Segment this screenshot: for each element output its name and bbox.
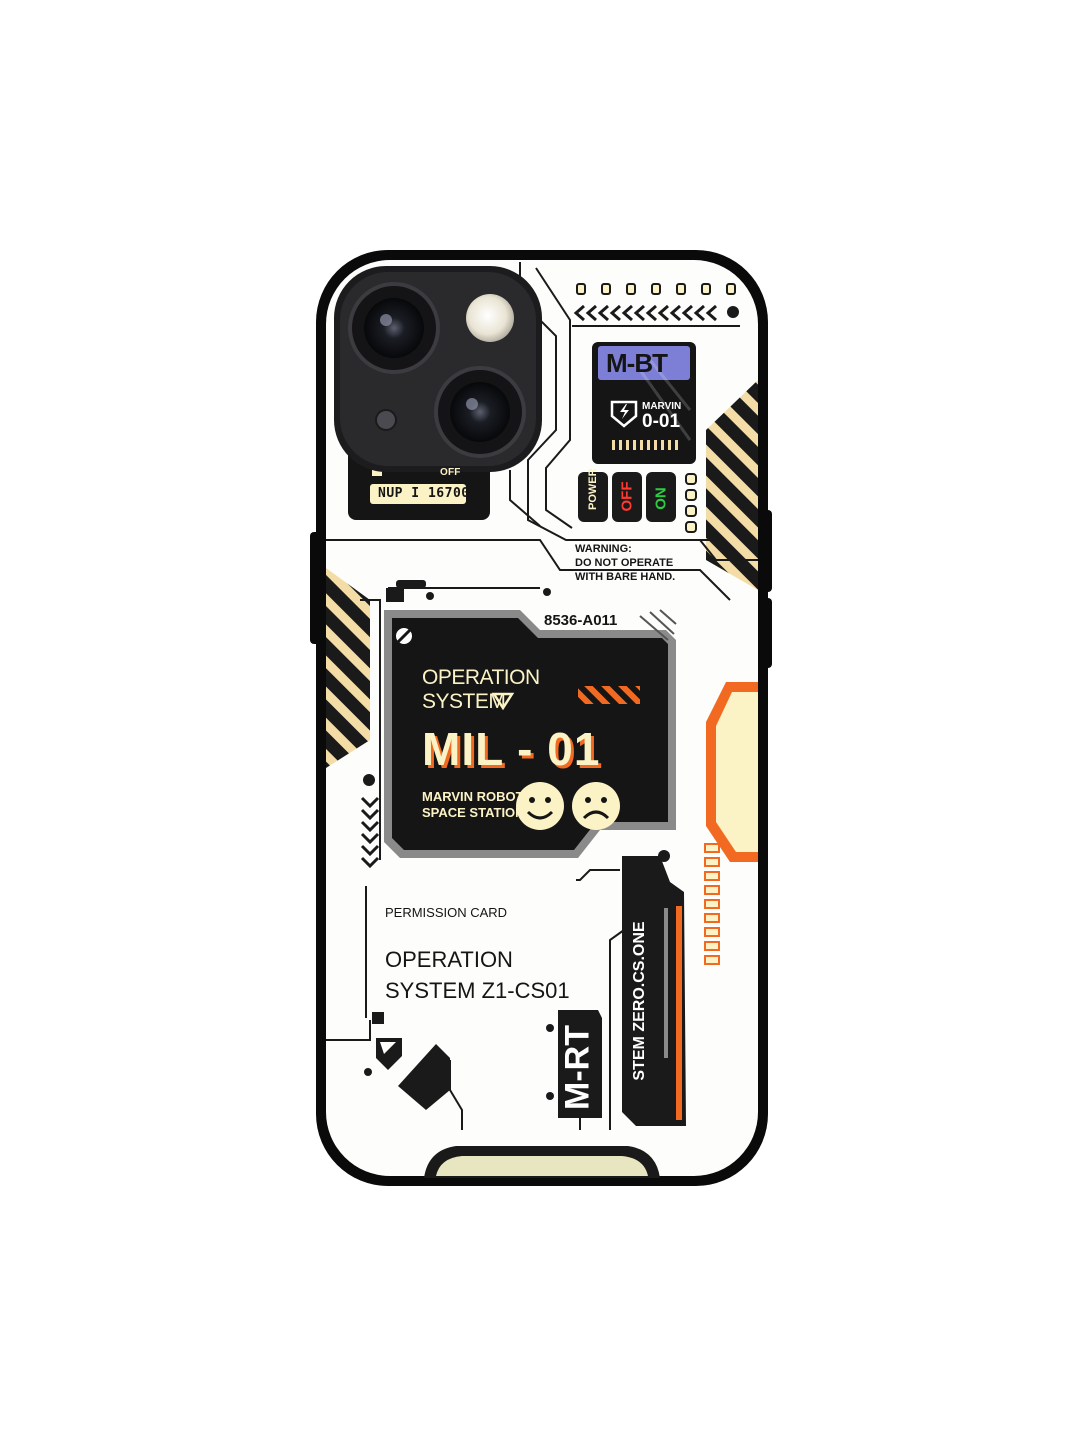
badge-barcode xyxy=(612,440,678,450)
black-shard-2 xyxy=(398,1044,450,1110)
os-line1: OPERATION xyxy=(422,666,540,689)
station-line2: SPACE STATION xyxy=(422,805,525,820)
warning-line1: WARNING: xyxy=(575,543,632,555)
chevron-arrows-icon xyxy=(573,304,717,322)
power-switch xyxy=(578,472,608,522)
stripe-panel-right xyxy=(706,380,758,590)
shield-bolt-icon xyxy=(620,404,629,419)
on-switch xyxy=(646,472,676,522)
station-line1: MARVIN ROBOT xyxy=(422,789,524,804)
indicator-dots-top xyxy=(576,283,736,295)
warning-line3: WITH BARE HAND. xyxy=(575,571,676,583)
stem-block xyxy=(622,856,686,1126)
power-label: POWER xyxy=(587,468,599,510)
badge-line2: 0-01 xyxy=(642,411,681,432)
triangle-down-icon xyxy=(491,692,515,711)
orange-stripe-tag xyxy=(578,686,640,704)
os-line2: SYSTEM xyxy=(422,690,506,713)
stripe-panel-left xyxy=(326,568,370,768)
warning-line2: DO NOT OPERATE xyxy=(575,557,674,569)
model-title: MIL - 01 xyxy=(422,723,601,775)
camera-small-text: OFF xyxy=(440,467,461,478)
chevron-column-icon xyxy=(360,796,380,869)
permission-line2: SYSTEM Z1-CS01 xyxy=(385,978,570,1003)
vertical-logo: M-RT xyxy=(558,1025,597,1110)
flash-icon xyxy=(466,294,514,342)
smiley-happy-icon xyxy=(516,782,564,830)
off-label: OFF xyxy=(618,481,636,512)
badge-title: M-BT xyxy=(606,348,668,378)
mrt-block xyxy=(558,1010,602,1118)
permission-label: PERMISSION CARD xyxy=(385,905,508,920)
led-column xyxy=(704,843,720,965)
off-switch xyxy=(612,472,642,522)
camera-lcd-text: NUP I 16700 xyxy=(378,486,470,501)
screen-code: 8536-A011 xyxy=(544,612,618,629)
permission-line1: OPERATION xyxy=(385,947,513,972)
on-label: ON xyxy=(652,487,670,510)
vertical-stem-text: STEM ZERO.CS.ONE xyxy=(631,921,648,1081)
screw-dots xyxy=(363,306,739,1100)
smiley-sad-icon xyxy=(572,782,620,830)
badge-line1: MARVIN xyxy=(642,401,682,412)
indicator-dots-right xyxy=(685,473,697,533)
